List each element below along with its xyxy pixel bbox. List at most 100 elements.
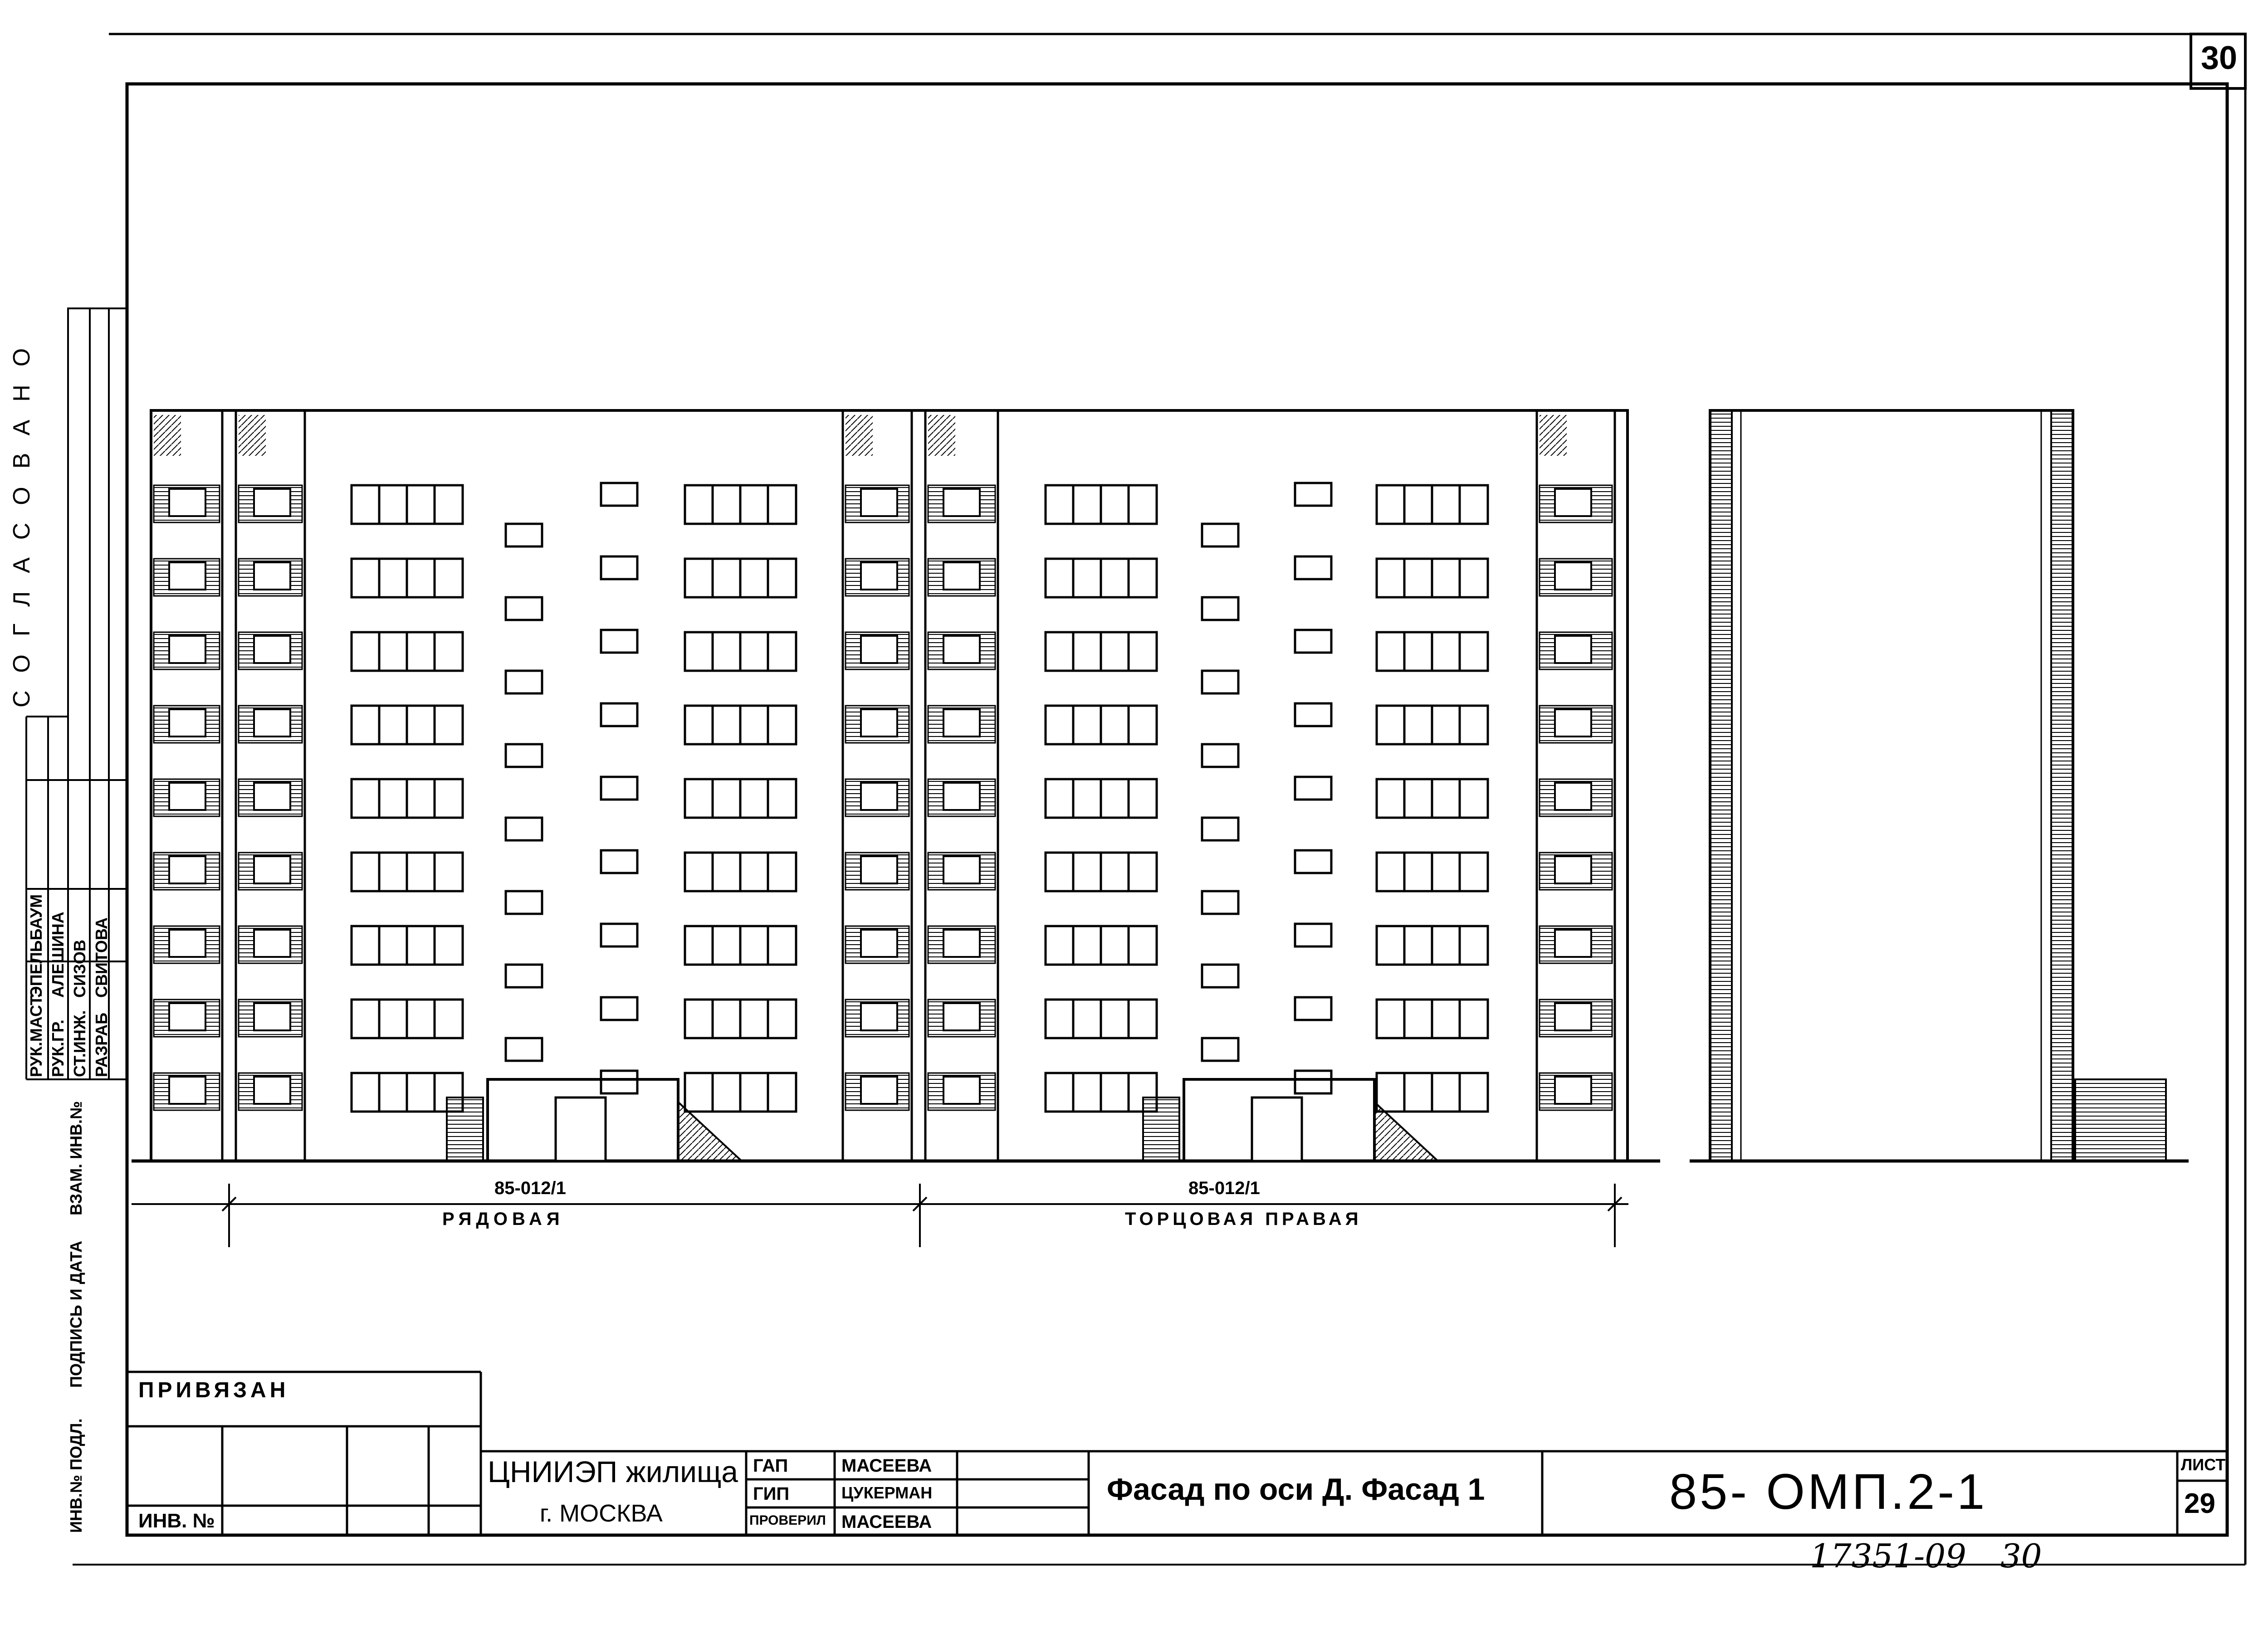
roof-hatch	[1540, 415, 1567, 456]
window-small	[600, 702, 639, 727]
window-small	[600, 482, 639, 507]
vzam-inv-label: ВЗАМ. ИНВ.№	[67, 1101, 85, 1215]
balcony-window	[860, 1076, 898, 1105]
roof-hatch	[239, 415, 266, 456]
facade-b-name: ТОРЦОВАЯ ПРАВАЯ	[1125, 1209, 1362, 1229]
entrance-ramp	[1374, 1100, 1441, 1162]
tb-name-gip: ЦУКЕРМАН	[841, 1483, 933, 1502]
window-small	[504, 816, 543, 842]
balcony-window	[943, 561, 981, 590]
window-small	[504, 890, 543, 915]
balcony-window	[860, 488, 898, 517]
window-small	[1294, 776, 1333, 801]
tb-role-checked: ПРОВЕРИЛ	[749, 1513, 826, 1528]
approval-role-1: РУК.МАСТ.	[27, 992, 45, 1077]
entrance-side	[1142, 1097, 1180, 1162]
balcony-window	[253, 1002, 291, 1031]
balcony-window	[943, 929, 981, 958]
balcony-window	[253, 1076, 291, 1105]
window-small	[504, 743, 543, 768]
approval-name-2: АЛЕШИНА	[49, 912, 67, 998]
balcony-window	[860, 708, 898, 737]
title-block-lines	[127, 1371, 2227, 1535]
window-small	[600, 996, 639, 1021]
window-small	[1201, 669, 1240, 695]
balcony-window	[1554, 488, 1592, 517]
approval-stamp-label: СОГЛАСОВАНО	[9, 330, 35, 707]
balcony-window	[168, 488, 206, 517]
approval-role-3: СТ.ИНЖ.	[70, 1010, 89, 1077]
balcony-window	[1554, 708, 1592, 737]
window-small	[504, 596, 543, 621]
approval-role-4: РАЗРАБ	[92, 1012, 111, 1077]
sheet-number: 29	[2184, 1488, 2215, 1519]
window-small	[600, 629, 639, 654]
facade-bays	[150, 409, 1616, 1162]
entrance-door	[1251, 1096, 1303, 1162]
balcony-window	[943, 1002, 981, 1031]
window-small	[1294, 1069, 1333, 1095]
window-small	[600, 849, 639, 874]
balcony-window	[168, 782, 206, 811]
window-small	[504, 522, 543, 548]
sign-date-label: ПОДПИСЬ И ДАТА	[67, 1240, 85, 1388]
binding-title: ПРИВЯЗАН	[138, 1378, 289, 1402]
facade-b-code: 85-012/1	[1188, 1178, 1260, 1198]
balcony-window	[860, 561, 898, 590]
dimension-lines	[132, 1184, 1628, 1247]
window-small	[1294, 555, 1333, 580]
balcony-window	[168, 929, 206, 958]
window-small	[1201, 522, 1240, 548]
tb-role-gap: ГАП	[753, 1456, 788, 1476]
balcony-window	[168, 561, 206, 590]
pier	[221, 410, 237, 1162]
window-small	[504, 963, 543, 989]
approval-name-4: СВИТОВА	[92, 917, 111, 998]
window-small	[1294, 996, 1333, 1021]
approval-name-1: ЭПЕЛЬБАУМ	[27, 894, 45, 998]
facade-end	[1690, 409, 2189, 1163]
balcony-window	[943, 635, 981, 664]
facade-a-code: 85-012/1	[494, 1178, 566, 1198]
balcony-window	[860, 855, 898, 884]
balcony-window	[860, 929, 898, 958]
window-small	[600, 555, 639, 580]
window-small	[1201, 743, 1240, 768]
archive-page: 30	[2000, 1537, 2042, 1575]
balcony-window	[943, 782, 981, 811]
pier	[911, 410, 926, 1162]
balcony-window	[168, 1002, 206, 1031]
balcony-window	[1554, 929, 1592, 958]
facade-a-name: РЯДОВАЯ	[442, 1209, 564, 1229]
balcony-window	[943, 855, 981, 884]
entrance-door	[554, 1096, 607, 1162]
facade-main	[132, 409, 1660, 1163]
balcony-window	[168, 1076, 206, 1105]
balcony-window	[1554, 855, 1592, 884]
tb-name-checked: МАСЕЕВА	[841, 1512, 932, 1532]
window-small	[1294, 482, 1333, 507]
balcony-window	[1554, 782, 1592, 811]
window-small	[1294, 702, 1333, 727]
tb-role-gip: ГИП	[753, 1484, 790, 1504]
org-city: г. МОСКВА	[540, 1500, 663, 1527]
balcony-window	[943, 1076, 981, 1105]
window-small	[600, 776, 639, 801]
balcony-window	[253, 708, 291, 737]
approval-role-2: РУК.ГР.	[49, 1019, 67, 1077]
approval-name-3: СИЗОВ	[70, 940, 89, 998]
window-small	[1201, 596, 1240, 621]
sheet-label: ЛИСТ	[2181, 1455, 2226, 1474]
binding-inv-label: ИНВ. №	[138, 1510, 215, 1532]
side-approval-table	[25, 307, 128, 1080]
drawing-title: Фасад по оси Д. Фасад 1	[1107, 1472, 1485, 1507]
balcony-window	[943, 488, 981, 517]
window-small	[1201, 1037, 1240, 1062]
balcony-window	[1554, 561, 1592, 590]
balcony-window	[1554, 1002, 1592, 1031]
balcony-window	[168, 635, 206, 664]
inv-podl-label: ИНВ.№ ПОДЛ.	[67, 1418, 85, 1533]
balcony-window	[860, 782, 898, 811]
window-small	[600, 1069, 639, 1095]
